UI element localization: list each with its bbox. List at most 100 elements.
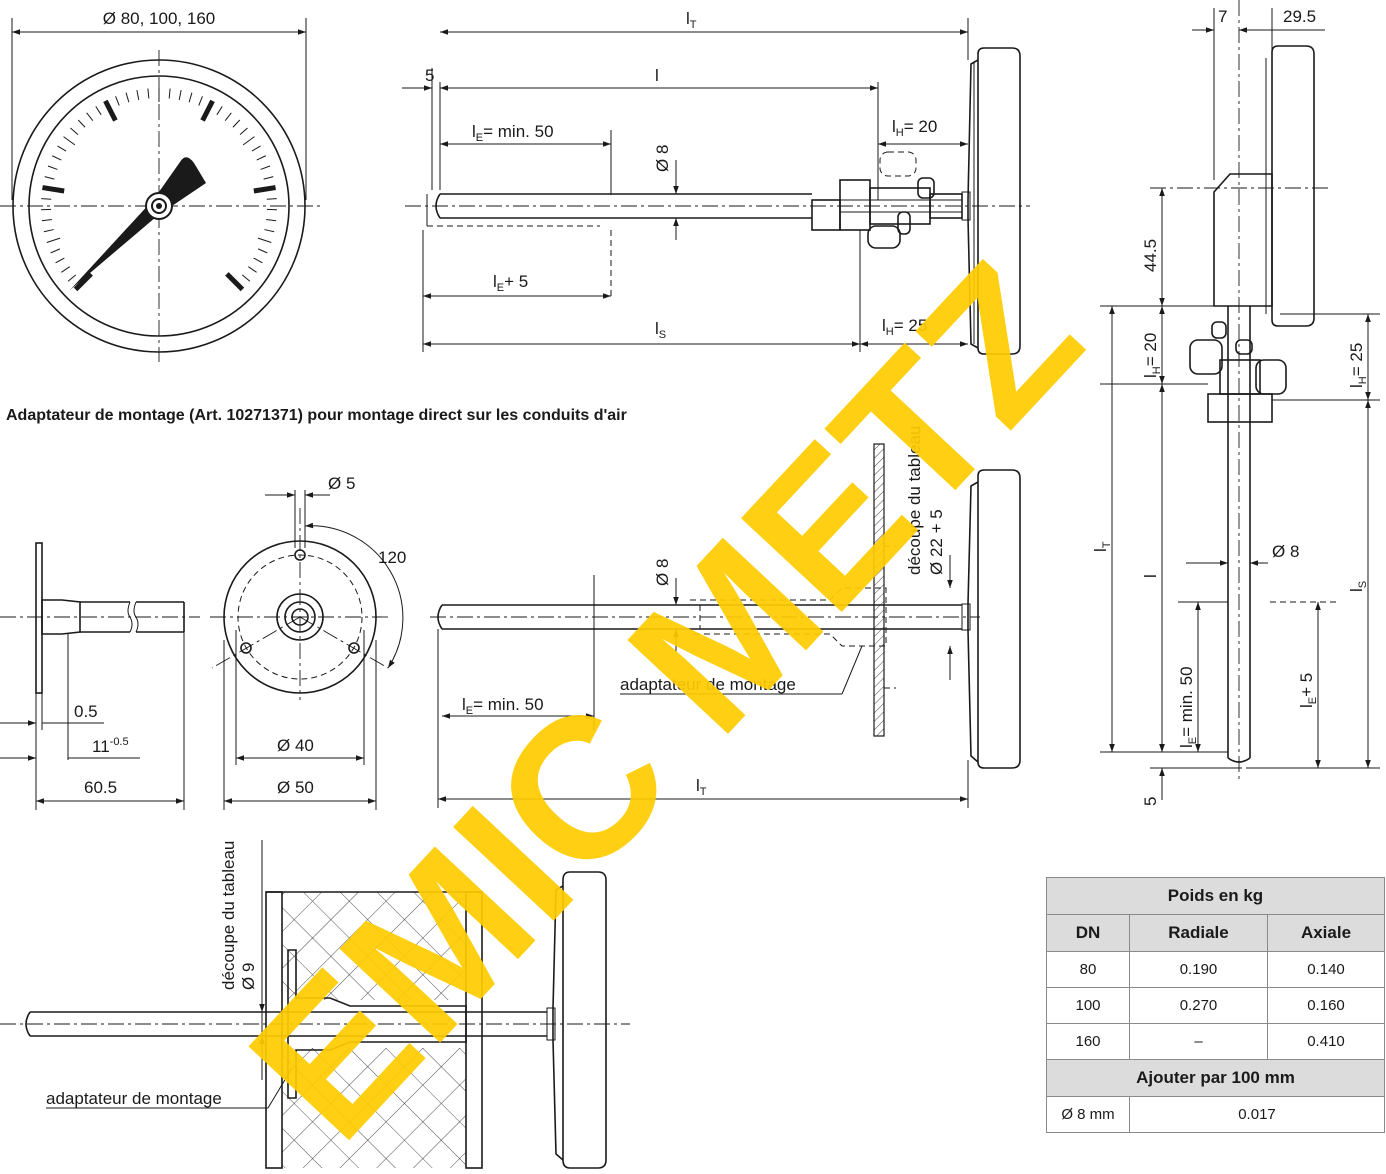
side-phi8-label: Ø 8 [1272,542,1299,561]
dial-tick [103,99,118,122]
dial-tick [44,176,55,180]
side-lh25-label: l [1347,384,1366,388]
adapter-angle-label: 120 [378,548,406,567]
dial-tick [52,155,62,161]
adapter-side-view: 0.5 11-0.5 60.5 [0,542,200,810]
dial-tick [47,165,58,170]
weights-cell: 0.160 [1267,987,1385,1024]
weights-title: Poids en kg [1046,877,1385,915]
weights-cell: – [1129,1023,1268,1060]
thermometer-side-view-top: lT l 5 lE= min. 50 Ø 8 lH= 20 lE+ 5 lS l… [402,9,1030,355]
svg-text:lE+ 5: lE+ 5 [1297,673,1319,708]
dial-tick [136,89,140,101]
weights-cell: 160 [1046,1023,1130,1060]
top-phi8-label: Ø 8 [653,145,672,172]
top-l-label: l [655,66,659,85]
dial-tick [225,272,245,292]
adapter-mounted-view: Ø 8 découpe du tableau Ø 22 + 5 adaptate… [430,426,1021,808]
dial-tick [147,88,150,99]
dial-needle [70,201,163,290]
dial-tick [266,219,277,222]
svg-text:lS: lS [1347,581,1369,592]
dial-tick [263,176,274,180]
dial-diameter-label: Ø 80, 100, 160 [103,9,215,28]
adapter-0-5-label: 0.5 [74,702,98,721]
dial-tick [115,96,120,106]
svg-text:lH= 20: lH= 20 [892,117,937,139]
svg-text:lE+ 5: lE+ 5 [493,272,528,294]
dial-tick [46,237,61,243]
dial-tick [200,99,215,122]
side-29-5-label: 29.5 [1283,7,1316,26]
dial-tick [241,274,251,282]
top-le-min-label: l [472,122,476,141]
dial-tick [67,274,77,282]
svg-text:lS: lS [655,319,666,341]
table-row: 100 0.270 0.160 [1046,987,1385,1024]
weights-cell: 0.140 [1267,951,1385,988]
svg-text:lT: lT [1091,541,1113,552]
mounted-le-min-label: l [462,695,466,714]
dial-tick [239,127,248,135]
dial-tick [253,257,263,264]
adapter-front-view: Ø 5 120 Ø 40 Ø 50 [210,474,406,810]
adapter-60-5-label: 60.5 [84,778,117,797]
dial-tick [41,219,52,222]
svg-text:découpe du tableau: découpe du tableau [905,426,924,575]
dial-tick [224,112,232,121]
weights-cell: 0.270 [1129,987,1268,1024]
dial-tick [42,185,65,194]
dial-tick [260,165,271,170]
watermark: EMIC METZ [208,223,1121,1174]
dial-tick [70,127,79,135]
weights-cell: 100 [1046,987,1130,1024]
mounted-adapter-label: adaptateur de montage [620,675,796,694]
dial-tick [266,198,277,200]
side-l-label: l [1141,574,1160,578]
weights-cell: 80 [1046,951,1130,988]
dial-tick [77,119,86,128]
weights-table: Poids en kg DN Radiale Axiale 80 0.190 0… [1046,877,1385,1133]
table-row: 80 0.190 0.140 [1046,951,1385,988]
dial-tick [41,198,52,200]
dial-tick [61,266,70,273]
svg-text:lT: lT [686,9,697,31]
duct-mount-view: découpe du tableau Ø 9 adaptateur de mon… [0,840,630,1169]
top-lt-label: l [686,9,690,28]
dial-tick [232,119,241,128]
dial-tick [95,106,102,116]
weights-header-axial: Axiale [1267,914,1385,952]
weights-title-row: Poids en kg [1046,877,1385,915]
side-5-label: 5 [1141,797,1160,806]
svg-text:Ø 22 + 5: Ø 22 + 5 [927,509,946,575]
svg-text:lT: lT [696,776,707,798]
weights-cell: 0.410 [1267,1023,1385,1060]
weights-header-dn: DN [1046,914,1130,952]
top-le5-label: l [493,272,497,291]
top-lh20-label: l [892,117,896,136]
side-7-label: 7 [1218,7,1227,26]
side-lt-label: l [1091,548,1110,552]
top-ls-label: l [655,319,659,338]
dial-tick [55,257,65,264]
duct-adapter-label: adaptateur de montage [46,1089,222,1108]
adapter-d40-label: Ø 40 [277,736,314,755]
weights-section-row: Ajouter par 100 mm [1046,1059,1385,1097]
svg-text:11-0.5: 11-0.5 [92,736,129,756]
side-ls-label: l [1347,588,1366,592]
svg-text:lH= 25: lH= 25 [882,316,927,338]
dial-tick [257,237,272,243]
dial-scale-ticks [41,88,277,292]
thermometer-vertical-view: 7 29.5 44.5 lH= 20 lH= 25 lT l Ø 8 lS [1091,0,1380,806]
weights-cell: 0.190 [1129,951,1268,988]
dial-tick [57,145,67,152]
dial-tick [50,248,61,254]
table-row: Ø 8 mm 0.017 [1046,1096,1385,1133]
svg-text:Ø 9: Ø 9 [239,963,258,990]
dial-tick [251,145,261,152]
duct-cutout-label-1: découpe du tableau [219,841,238,990]
svg-text:lH= 25: lH= 25 [1347,343,1369,388]
duct-cutout-label-2: Ø 9 [239,963,258,990]
mounted-lt-label: l [696,776,700,795]
